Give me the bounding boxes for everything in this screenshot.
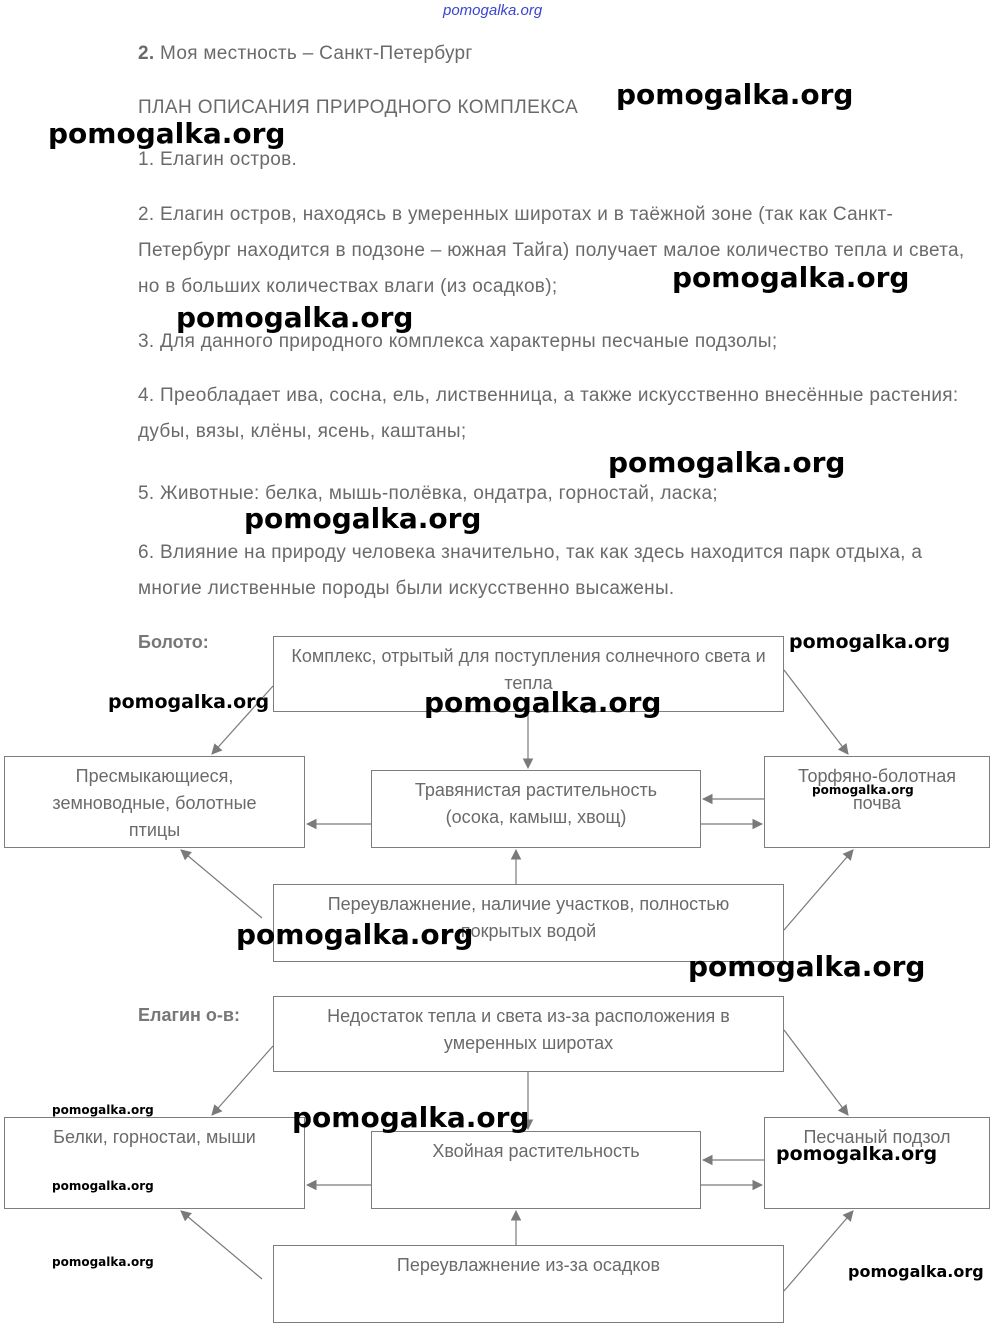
plan-heading: ПЛАН ОПИСАНИЯ ПРИРОДНОГО КОМПЛЕКСА (138, 97, 579, 118)
watermark: pomogalka.org (616, 78, 854, 111)
elagin-label: Елагин о-в: (138, 1005, 240, 1025)
bog-bottom-text: Переувлажнение, наличие участков, полнос… (327, 894, 730, 941)
elagin-arrow-top-left (211, 1045, 274, 1116)
bog-left-box: Пресмыкающиеся, земноводные, болотные пт… (4, 756, 305, 848)
bog-arrow-bottom-right (783, 849, 854, 931)
watermark: pomogalka.org (176, 301, 414, 334)
bog-label: Болото: (138, 632, 209, 652)
task-title: 2. Моя местность – Санкт-Петербург (138, 36, 968, 72)
elagin-arrow-bottom-right (783, 1210, 854, 1292)
elagin-bottom-box: Переувлажнение из-за осадков (273, 1245, 784, 1323)
plan-item-6: 6. Влияние на природу человека значитель… (138, 542, 923, 599)
watermark: pomogalka.org (672, 261, 910, 294)
elagin-right-box: Песчаный подзол (764, 1117, 990, 1209)
bog-center-text: Травянистая растительность (осока, камыш… (414, 780, 658, 827)
watermark: pomogalka.org (52, 1179, 154, 1193)
watermark: pomogalka.org (812, 783, 914, 797)
bog-right-box: Торфяно-болотная почва (764, 756, 990, 848)
watermark: pomogalka.org (424, 686, 662, 719)
watermark: pomogalka.org (244, 502, 482, 535)
watermark: pomogalka.org (52, 1103, 154, 1117)
elagin-top-box: Недостаток тепла и света из-за расположе… (273, 996, 784, 1072)
bog-arrow-top-left (211, 685, 274, 755)
plan-item-4: 4. Преобладает ива, сосна, ель, лиственн… (138, 385, 959, 442)
elagin-arrows (180, 1029, 854, 1292)
elagin-bottom-text: Переувлажнение из-за осадков (396, 1255, 661, 1275)
elagin-center-box: Хвойная растительность (371, 1131, 701, 1209)
elagin-top-text: Недостаток тепла и света из-за расположе… (327, 1006, 730, 1053)
elagin-left-box: Белки, горностаи, мыши (4, 1117, 305, 1209)
task-title-text: Моя местность – Санкт-Петербург (160, 43, 473, 64)
bog-center-box: Травянистая растительность (осока, камыш… (371, 770, 701, 848)
bog-left-text: Пресмыкающиеся, земноводные, болотные пт… (52, 766, 257, 840)
site-header-link[interactable]: pomogalka.org (443, 2, 543, 19)
elagin-center-text: Хвойная растительность (432, 1141, 640, 1161)
bog-right-text: Торфяно-болотная почва (797, 766, 957, 813)
plan-item-2: 2. Елагин остров, находясь в умеренных ш… (138, 204, 965, 297)
watermark: pomogalka.org (292, 1101, 530, 1134)
watermark: pomogalka.org (52, 1255, 154, 1269)
elagin-arrow-top-right (783, 1029, 849, 1116)
plan-item-5: 5. Животные: белка, мышь-полёвка, ондатр… (138, 483, 718, 504)
watermark: pomogalka.org (48, 117, 286, 150)
bog-top-box: Комплекс, отрытый для поступления солнеч… (273, 636, 784, 712)
watermark: pomogalka.org (848, 1262, 984, 1281)
watermark: pomogalka.org (108, 691, 270, 713)
plan-item-3: 3. Для данного природного комплекса хара… (138, 331, 778, 352)
plan-item-1: 1. Елагин остров. (138, 149, 298, 170)
watermark: pomogalka.org (688, 950, 926, 983)
bog-top-text: Комплекс, отрытый для поступления солнеч… (291, 646, 766, 693)
bog-bottom-box: Переувлажнение, наличие участков, полнос… (273, 884, 784, 962)
watermark: pomogalka.org (608, 446, 846, 479)
task-number: 2. (138, 43, 155, 64)
elagin-left-text: Белки, горностаи, мыши (53, 1127, 256, 1147)
watermark: pomogalka.org (236, 918, 474, 951)
watermark: pomogalka.org (776, 1143, 938, 1165)
elagin-arrow-bottom-left (180, 1210, 263, 1280)
bog-arrows (180, 669, 854, 931)
elagin-right-text: Песчаный подзол (803, 1127, 951, 1147)
bog-arrow-top-right (783, 669, 849, 755)
bog-arrow-bottom-left (180, 849, 263, 919)
watermark: pomogalka.org (789, 631, 951, 653)
